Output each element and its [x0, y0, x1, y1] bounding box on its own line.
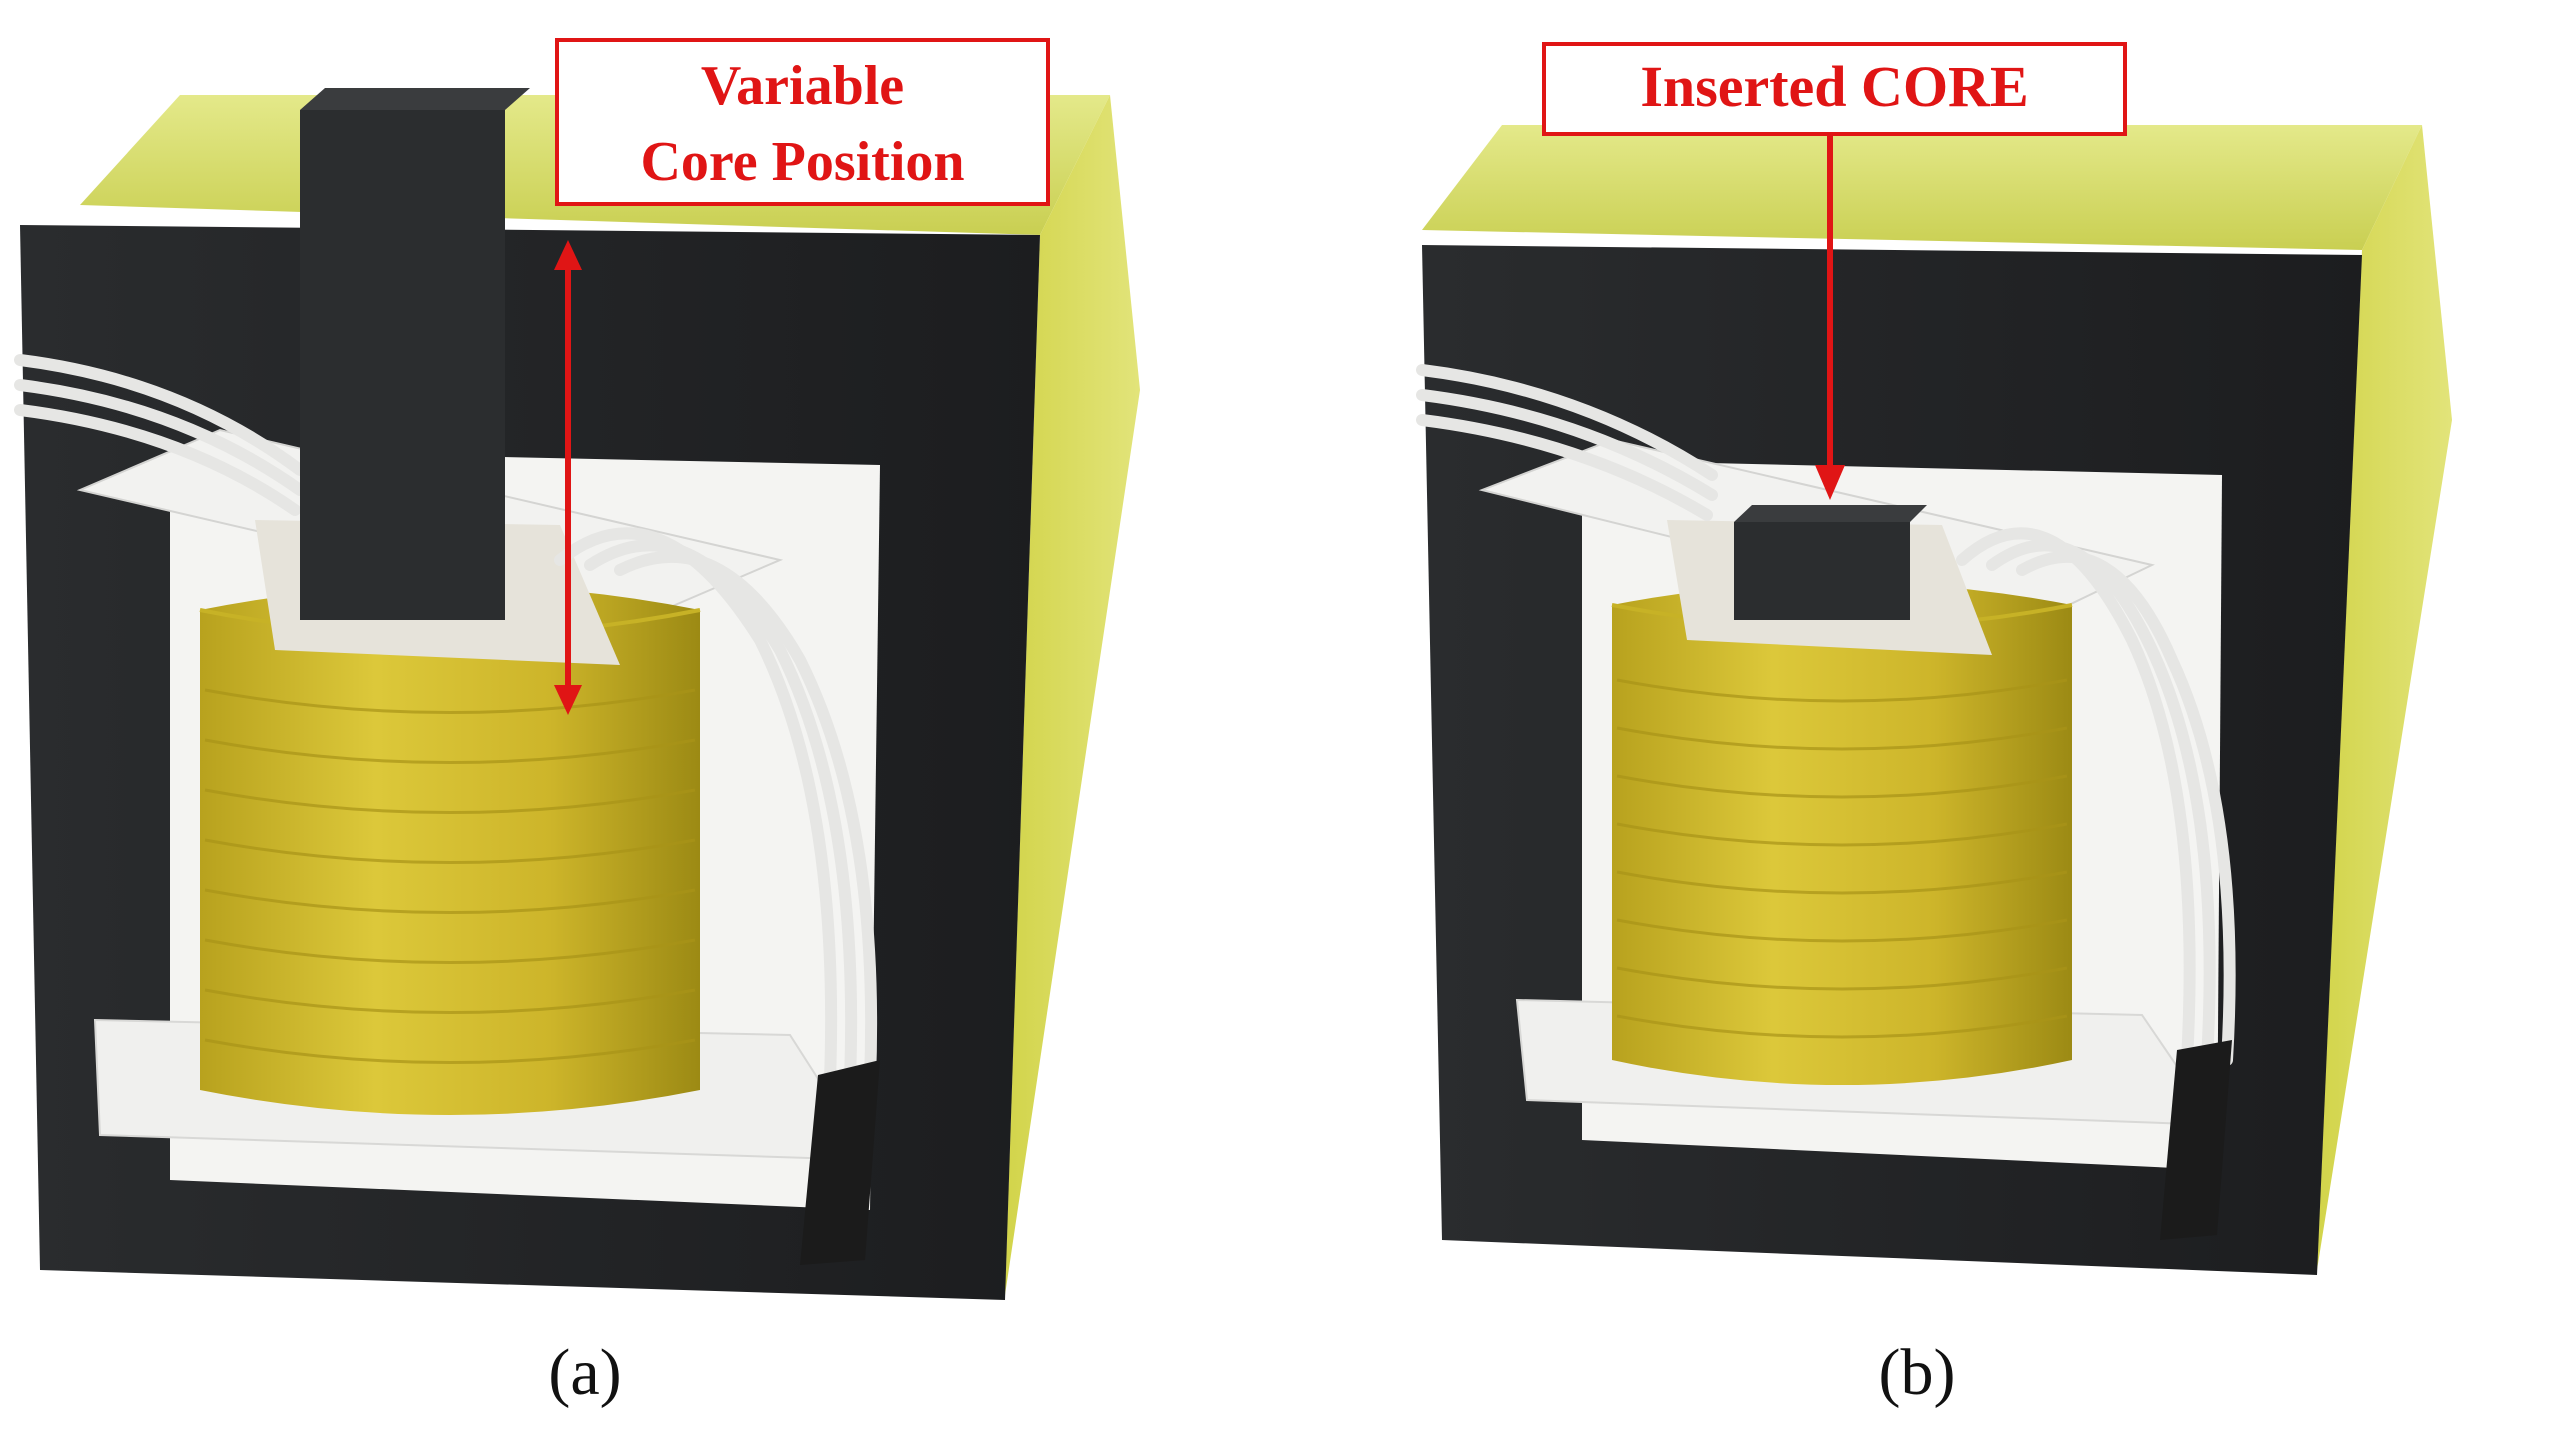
caption-b: (b): [1878, 1336, 1956, 1409]
callout-line-1: Variable: [700, 55, 905, 117]
inductor-photo-a: [14, 88, 1140, 1300]
coil: [200, 585, 700, 1115]
insertion-arrow: [1815, 132, 1845, 500]
tape-side: [2317, 125, 2452, 1270]
lead-wires-right: [554, 527, 878, 1086]
callout-line-1: Inserted CORE: [1640, 54, 2029, 119]
coil-windings: [1616, 678, 2068, 1039]
lead-wires-left: [14, 354, 306, 516]
heat-shrink-sleeve: [2160, 1040, 2232, 1240]
panel-b: Inserted CORE (b): [1282, 0, 2564, 1430]
caption-a: (a): [548, 1336, 622, 1409]
lead-wires-left: [1416, 364, 1718, 521]
tape-side: [1005, 95, 1140, 1295]
lead-wires-right: [1956, 527, 2236, 1066]
movable-core-top: [300, 88, 530, 110]
coil: [1612, 582, 2072, 1085]
heat-shrink-sleeve: [800, 1060, 880, 1265]
inductor-photo-b: [1416, 125, 2452, 1275]
callout-line-2: Core Position: [640, 131, 965, 193]
coil-windings: [204, 688, 696, 1064]
panel-a: Variable Core Position (a): [14, 38, 1140, 1409]
inserted-core: [1734, 522, 1910, 620]
callout-inserted-core: Inserted CORE: [1542, 42, 2127, 136]
inserted-core-top: [1734, 505, 1927, 522]
tape-top: [1422, 125, 2422, 250]
movable-core: [300, 110, 505, 620]
callout-variable-core: Variable Core Position: [555, 38, 1050, 206]
position-arrow: [554, 240, 582, 715]
